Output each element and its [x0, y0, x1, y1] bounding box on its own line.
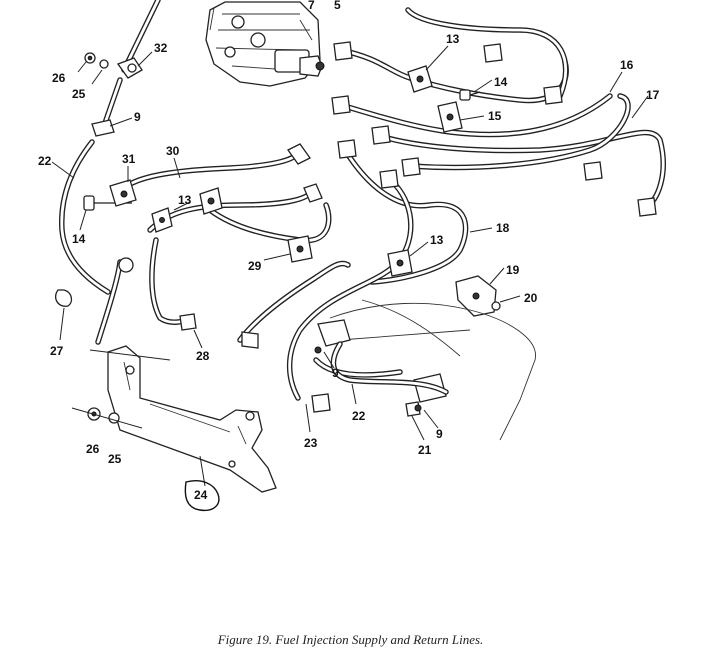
injector-line-group-right	[286, 7, 666, 413]
washer-set-lower	[71, 407, 143, 429]
callout-31: 31	[122, 152, 136, 166]
callout-13-top-right: 13	[446, 32, 460, 46]
callout-9-lower: 9	[436, 427, 443, 441]
clamp-left	[151, 187, 313, 263]
callout-25-lower: 25	[108, 452, 122, 466]
callout-30: 30	[166, 144, 180, 158]
callout-7: 7	[308, 0, 315, 12]
clip-27	[54, 289, 73, 341]
callout-24: 24	[194, 488, 208, 502]
engine-block	[314, 299, 536, 441]
bolt-left	[83, 179, 137, 211]
callout-29: 29	[248, 259, 262, 273]
callout-18: 18	[496, 221, 510, 235]
figure-caption: Figure 19. Fuel Injection Supply and Ret…	[217, 632, 484, 647]
callout-25-upper: 25	[72, 87, 86, 101]
callout-28: 28	[196, 349, 210, 363]
callout-23: 23	[304, 436, 318, 450]
callout-14-right: 14	[494, 75, 508, 89]
callout-19: 19	[506, 263, 520, 277]
bracket-24	[89, 345, 277, 512]
callout-22-lower: 22	[352, 409, 366, 423]
callout-14-left: 14	[72, 232, 86, 246]
callout-27: 27	[50, 344, 64, 358]
callout-32: 32	[154, 41, 168, 55]
injection-pump	[205, 1, 325, 87]
callout-13-mid-right: 13	[430, 233, 444, 247]
callout-26-upper: 26	[52, 71, 66, 85]
clamp-right	[387, 65, 481, 277]
callout-9-mid: 9	[332, 366, 339, 380]
callout-15: 15	[488, 109, 502, 123]
callout-5: 5	[334, 0, 341, 12]
callout-labels: 7 5 32 26 25 9 22 31 30 13 14 29 27 28 1…	[38, 0, 660, 502]
leader-lines	[51, 45, 649, 441]
callout-20: 20	[524, 291, 538, 305]
callout-21: 21	[418, 443, 432, 457]
callout-22-upper: 22	[38, 154, 52, 168]
clip-19	[455, 275, 501, 317]
callout-17: 17	[646, 88, 660, 102]
washer-set-upper	[77, 52, 109, 85]
return-line-lower	[330, 341, 449, 395]
callout-13-left: 13	[178, 193, 192, 207]
callout-16: 16	[620, 58, 634, 72]
callout-26-lower: 26	[86, 442, 100, 456]
supply-line-upper	[59, 0, 161, 295]
callout-9-upper: 9	[134, 110, 141, 124]
